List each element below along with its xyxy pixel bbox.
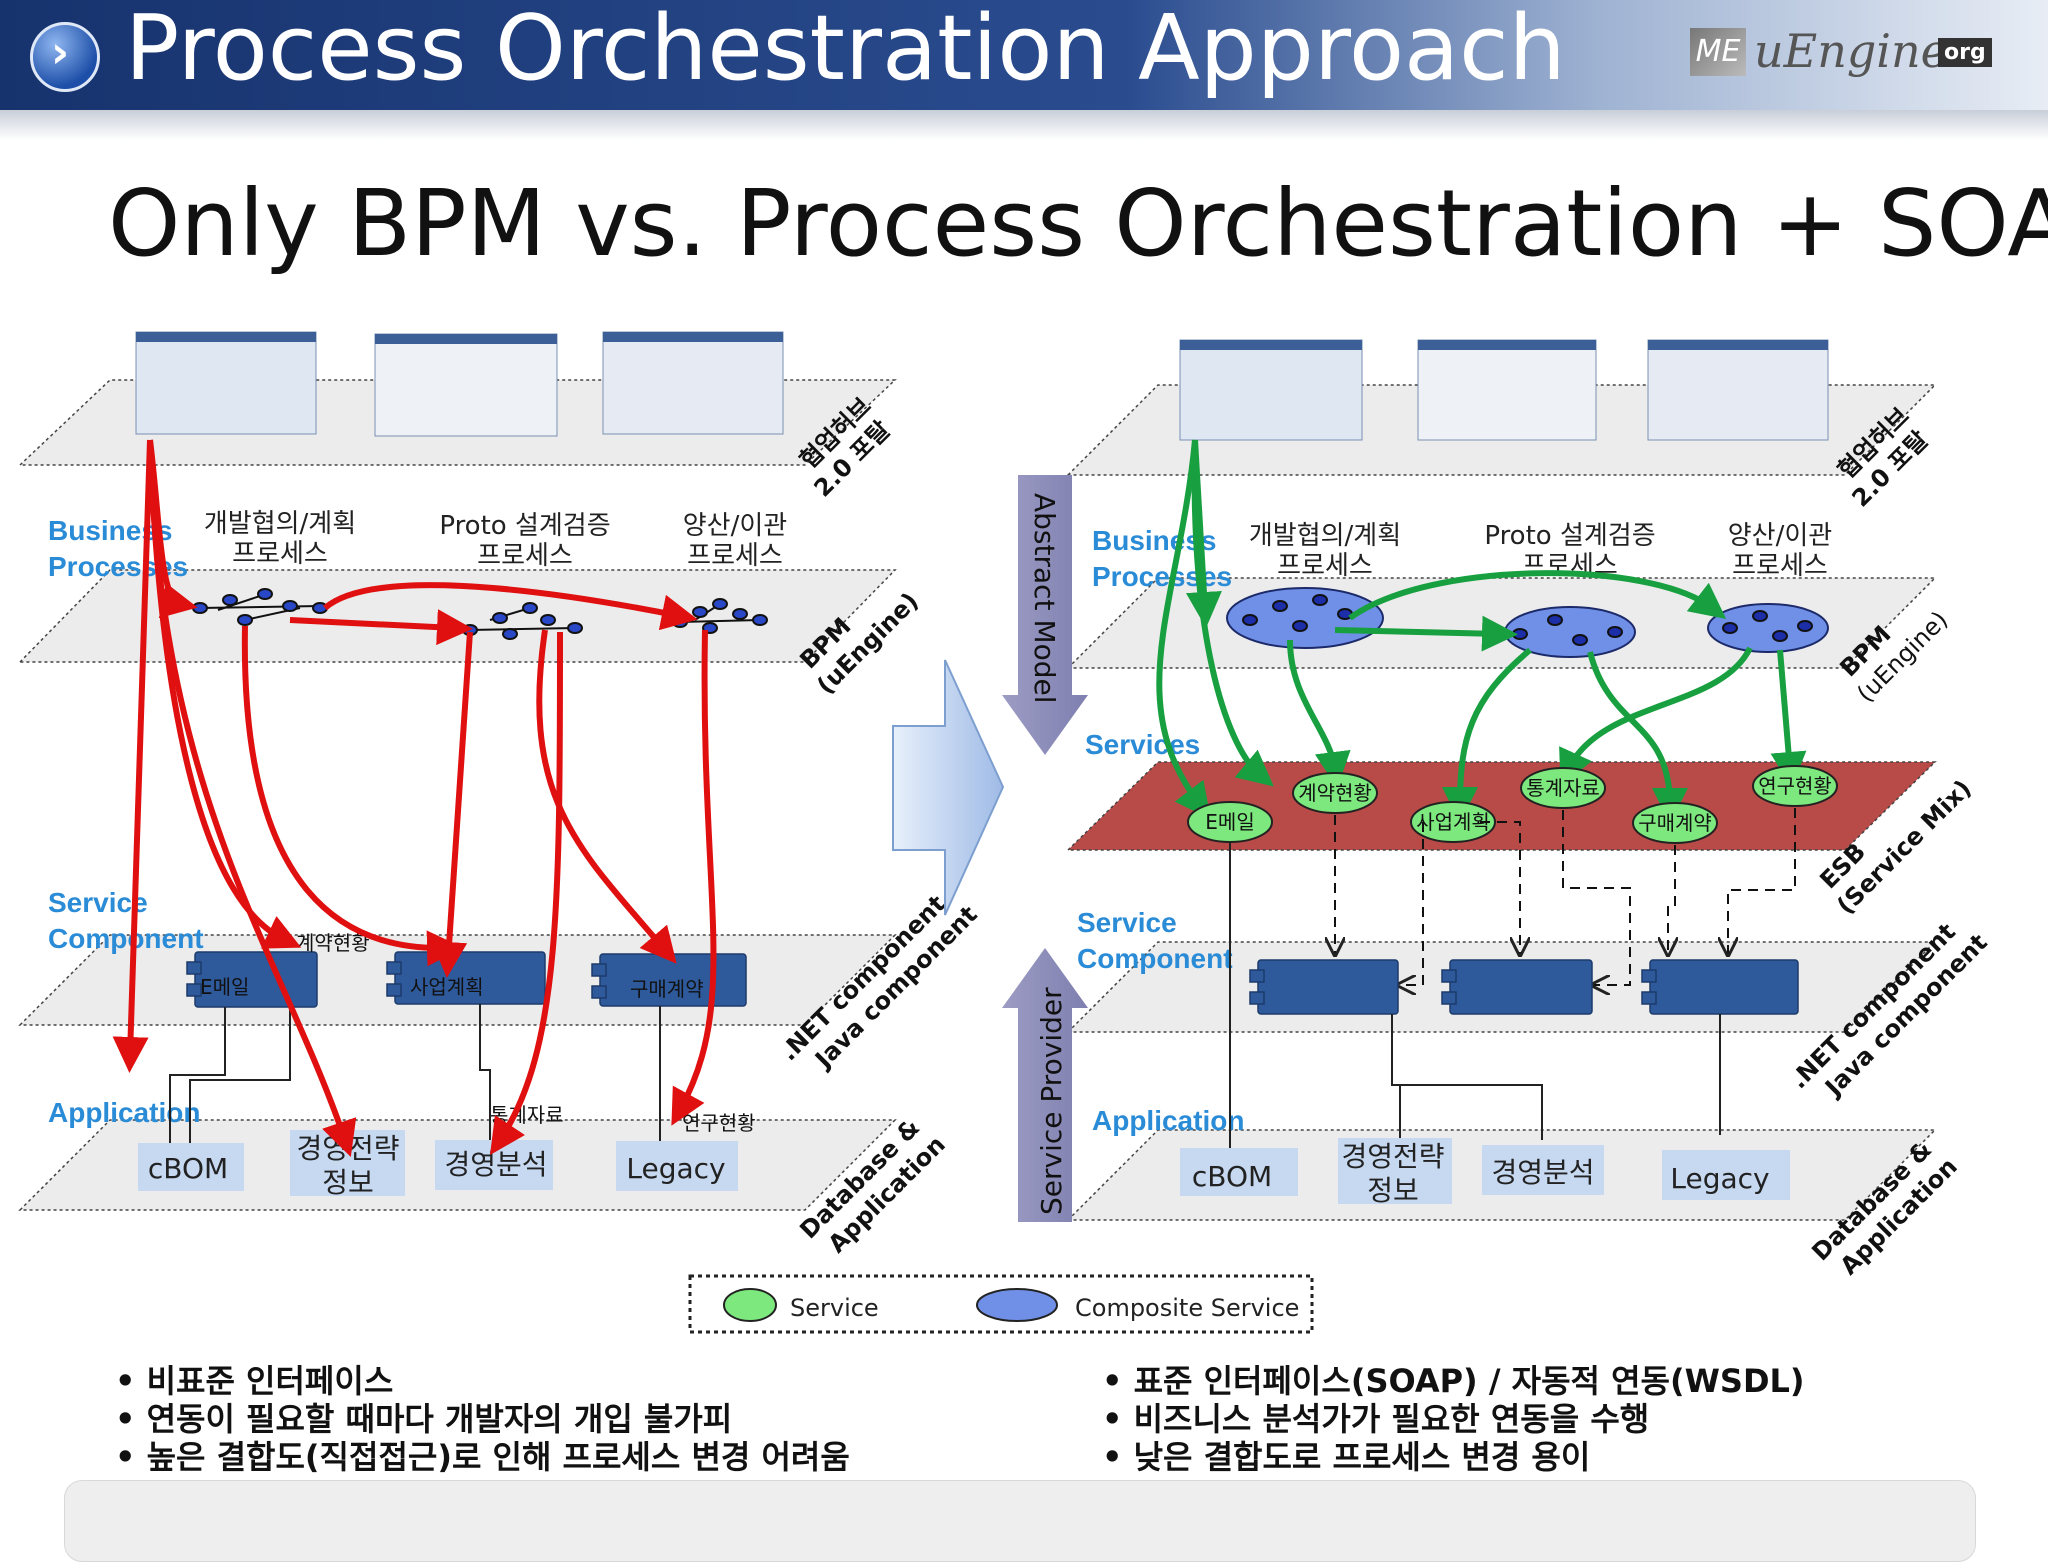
portal-screen [1180, 340, 1362, 440]
portal-screen [1648, 340, 1828, 440]
left-app-strategy-1: 경영전략 [296, 1132, 399, 1165]
left-red-arrows [130, 440, 713, 1140]
right-process-1-l2: 프로세스 [1277, 551, 1373, 581]
right-app-cbom: cBOM [1192, 1160, 1272, 1193]
legend-composite-swatch [977, 1289, 1057, 1321]
left-app-strategy-2: 정보 [322, 1166, 374, 1199]
left-application-label: Application [48, 1097, 200, 1128]
left-component-contract: 계약현황 [296, 931, 370, 955]
service-stats: 통계자료 [1526, 776, 1600, 800]
left-process-2-l1: Proto 설계검증 [439, 511, 610, 541]
right-process-3-l1: 양산/이관 [1728, 521, 1832, 551]
right-bullet-3: 낮은 결합도로 프로세스 변경 용이 [1102, 1438, 1805, 1476]
right-bullet-2: 비즈니스 분석가가 필요한 연동을 수행 [1102, 1400, 1805, 1438]
left-bullet-3: 높은 결합도(직접접근)로 인해 프로세스 변경 어려움 [115, 1438, 850, 1476]
left-app-analysis: 경영분석 [444, 1148, 547, 1181]
service-bizplan: 사업계획 [1416, 810, 1490, 834]
service-purchase: 구매계약 [1638, 811, 1712, 835]
right-process-2-l1: Proto 설계검증 [1484, 521, 1655, 551]
left-process-2-l2: 프로세스 [477, 541, 573, 571]
left-bullet-1: 비표준 인터페이스 [115, 1362, 850, 1400]
right-app-strategy-2: 정보 [1367, 1174, 1419, 1207]
legend: Service Composite Service [690, 1276, 1312, 1332]
left-component-label-2: Component [48, 923, 204, 954]
left-component-bizplan: 사업계획 [410, 975, 484, 999]
legend-composite-label: Composite Service [1075, 1294, 1299, 1322]
portal-screen [1418, 340, 1596, 440]
left-process-1-l2: 프로세스 [232, 539, 328, 569]
left-floating-stats: 통계자료 [490, 1103, 564, 1127]
service-provider-label: Service Provider [1035, 987, 1068, 1215]
left-process-1-l1: 개발협의/계획 [204, 509, 356, 539]
portal-screen [603, 332, 783, 434]
right-portal-screens [1180, 340, 1828, 440]
transition-arrow [893, 660, 1003, 915]
left-app-legacy: Legacy [626, 1152, 725, 1185]
right-components [1250, 960, 1798, 1014]
right-app-analysis: 경영분석 [1491, 1156, 1594, 1189]
right-services-label: Services [1085, 729, 1200, 760]
left-process-3-l1: 양산/이관 [683, 511, 787, 541]
component-box [1450, 960, 1592, 1014]
legend-service-swatch [724, 1289, 776, 1321]
left-bullet-2: 연동이 필요할 때마다 개발자의 개입 불가피 [115, 1400, 850, 1438]
right-business-label-2: Processes [1092, 561, 1232, 592]
right-bullet-1: 표준 인터페이스(SOAP) / 자동적 연동(WSDL) [1102, 1362, 1805, 1400]
component-box [1650, 960, 1798, 1014]
right-app-strategy-1: 경영전략 [1341, 1140, 1444, 1173]
right-bullets: 표준 인터페이스(SOAP) / 자동적 연동(WSDL) 비즈니스 분석가가 … [1102, 1362, 1805, 1476]
right-component-label-2: Component [1077, 943, 1233, 974]
left-floating-research: 연구현황 [682, 1111, 756, 1135]
service-research: 연구현황 [1758, 774, 1832, 798]
left-app-cbom: cBOM [148, 1152, 228, 1185]
service-contract: 계약현황 [1298, 781, 1372, 805]
portal-screen [136, 332, 316, 434]
right-process-1-l1: 개발협의/계획 [1249, 521, 1401, 551]
left-bullets: 비표준 인터페이스 연동이 필요할 때마다 개발자의 개입 불가피 높은 결합도… [115, 1362, 850, 1476]
component-box [1258, 960, 1398, 1014]
left-process-3-l2: 프로세스 [687, 541, 783, 571]
abstract-model-arrow: Abstract Model [1002, 475, 1088, 755]
right-application-label: Application [1092, 1105, 1244, 1136]
right-process-3-l2: 프로세스 [1732, 551, 1828, 581]
footer-panel [64, 1480, 1976, 1562]
left-portal-screens [136, 332, 783, 436]
service-provider-arrow: Service Provider [1002, 948, 1088, 1222]
service-email: E메일 [1205, 810, 1254, 834]
right-component-label-1: Service [1077, 907, 1177, 938]
left-component-email: E메일 [200, 975, 249, 999]
abstract-model-label: Abstract Model [1028, 493, 1061, 704]
legend-service-label: Service [790, 1294, 879, 1322]
right-app-legacy: Legacy [1670, 1162, 1769, 1195]
portal-screen [375, 334, 557, 436]
left-component-purchase: 구매계약 [630, 977, 704, 1001]
